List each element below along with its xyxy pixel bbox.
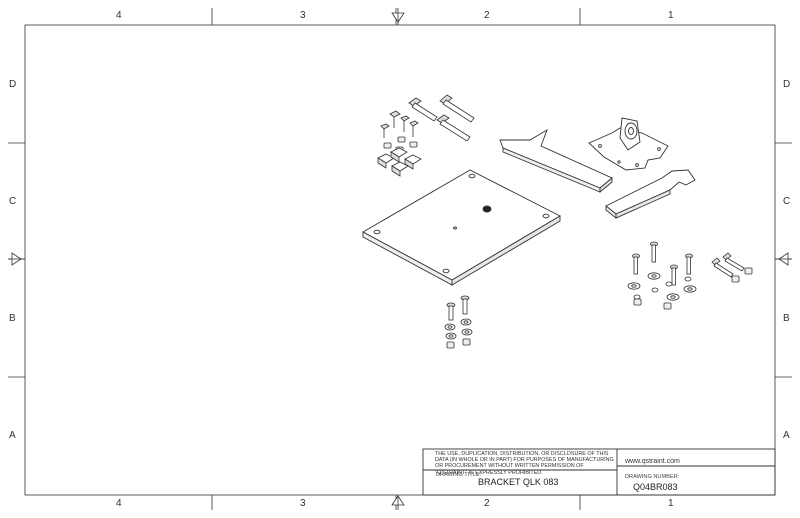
drawing-number: Q04BR083 [633,482,678,492]
zone-row-b-left: B [9,313,16,324]
flat-strap [605,169,696,219]
nuts [446,338,471,349]
bolt [460,295,470,315]
zone-column-3-top: 3 [300,10,306,21]
washers [627,272,697,301]
zone-row-d-right: D [783,79,791,90]
spacer-blocks [377,147,422,177]
angled-bracket [499,128,613,193]
base-plate [362,169,561,286]
zone-column-1-bottom: 1 [668,498,674,509]
small-screws [380,110,419,138]
hardware-group-right [627,241,753,310]
long-bolt [436,114,471,142]
bolt [446,302,456,321]
drawing-title: BRACKET QLK 083 [478,477,559,487]
zone-row-c-right: C [783,196,791,207]
mount-bracket [588,117,669,171]
long-bolt [439,94,475,123]
drawing-number-label: DRAWING NUMBER: [625,474,680,480]
drawing-border [24,24,776,496]
zone-column-3-bottom: 3 [300,498,306,509]
nuts [633,267,753,310]
zone-row-c-left: C [9,196,17,207]
bolts-vertical [632,241,693,286]
zone-row-d-left: D [9,79,17,90]
zone-row-b-right: B [783,313,790,324]
zone-column-4-bottom: 4 [116,498,122,509]
zone-row-a-right: A [783,430,790,441]
hardware-group-bottom [444,295,473,349]
washers [444,318,473,340]
zone-column-2-bottom: 2 [484,498,490,509]
company-website: www.qstraint.com [625,458,680,465]
zone-row-a-left: A [9,430,16,441]
proprietary-notice: THE USE, DUPLICATION, DISTRIBUTION, OR D… [435,451,614,476]
hardware-group-top [377,94,475,177]
zone-column-1-top: 1 [668,10,674,21]
bolts-angled [711,252,745,278]
nuts [383,136,418,153]
zone-column-2-top: 2 [484,10,490,21]
zone-column-4-top: 4 [116,10,122,21]
title-block [422,448,776,496]
long-bolt [408,97,438,122]
drawing-title-label: DRAWING TITLE: [436,472,482,478]
